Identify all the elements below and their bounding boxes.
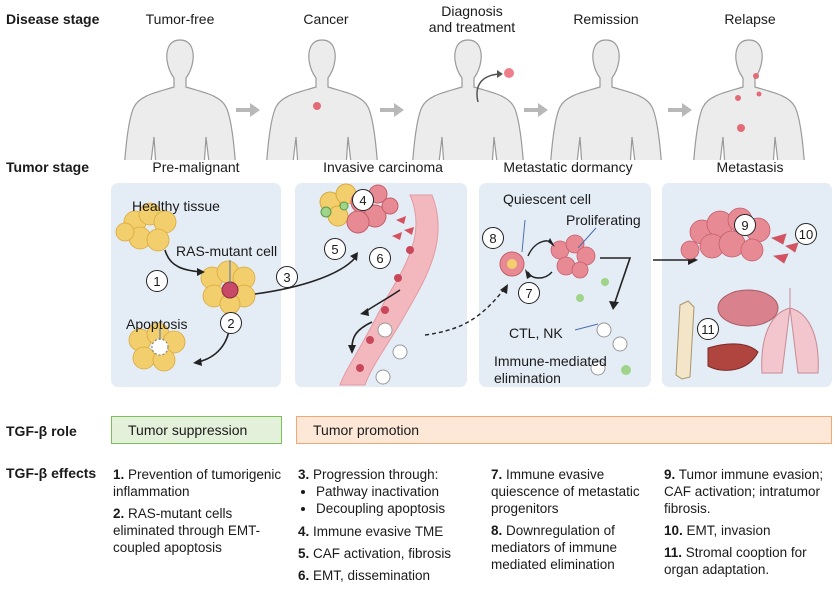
tumor-stage-pre-malignant: Pre-malignant xyxy=(152,159,240,175)
body-figures xyxy=(123,39,806,160)
ras-mutant-cell xyxy=(221,281,239,299)
effect-11: 11. Stromal cooption for organ adaptatio… xyxy=(664,545,807,577)
body-figure-tumor-free xyxy=(123,39,237,160)
effect-7: 7. Immune evasive quiescence of metastat… xyxy=(491,467,640,516)
effect-6: 6. EMT, dissemination xyxy=(298,568,431,583)
label-immune-elimination: Immune-mediated elimination xyxy=(494,353,607,386)
organs xyxy=(675,288,819,380)
label-healthy-tissue: Healthy tissue xyxy=(132,198,220,214)
label-quiescent-cell: Quiescent cell xyxy=(503,191,591,207)
effects-column-1: 1. Prevention of tumorigenic inflammatio… xyxy=(113,466,283,561)
effect-8: 8. Downregulation of mediators of immune… xyxy=(491,523,618,572)
ras-mutant-cluster xyxy=(200,260,256,315)
disease-stage-relapse: Relapse xyxy=(724,11,776,27)
row-label-disease-stage: Disease stage xyxy=(6,11,100,27)
row-label-tgf-effects: TGF-β effects xyxy=(6,465,97,481)
marker-1: 1 xyxy=(146,270,168,292)
effects-column-3: 7. Immune evasive quiescence of metastat… xyxy=(491,466,651,578)
apoptosis-cluster xyxy=(128,322,186,372)
body-figure-relapse xyxy=(692,39,806,160)
tumor-illustrations xyxy=(115,183,819,386)
effect-3-item-a: Pathway inactivation xyxy=(316,483,478,500)
label-ctl-nk: CTL, NK xyxy=(509,325,563,341)
marker-10: 10 xyxy=(795,223,817,245)
row-label-tgf-role: TGF-β role xyxy=(6,423,77,439)
proliferating-cluster xyxy=(550,234,596,279)
role-tumor-suppression: Tumor suppression xyxy=(111,416,282,444)
label-apoptosis: Apoptosis xyxy=(126,316,188,332)
marker-6: 6 xyxy=(369,247,391,269)
role-tumor-promotion: Tumor promotion xyxy=(296,416,832,444)
marker-11: 11 xyxy=(697,318,719,340)
marker-5: 5 xyxy=(324,238,346,260)
disease-stage-remission: Remission xyxy=(573,11,639,27)
marker-2: 2 xyxy=(220,312,242,334)
effect-2: 2. RAS-mutant cells eliminated through E… xyxy=(113,506,261,555)
row-label-tumor-stage: Tumor stage xyxy=(6,159,89,175)
effects-column-4: 9. Tumor immune evasion; CAF activation;… xyxy=(664,466,834,583)
marker-3: 3 xyxy=(276,266,298,288)
effect-5: 5. CAF activation, fibrosis xyxy=(298,546,452,561)
immune-cells-vessel xyxy=(375,322,408,385)
effects-column-2: 3. Progression through: Pathway inactiva… xyxy=(298,466,478,589)
apoptotic-cell xyxy=(151,338,169,356)
marker-7: 7 xyxy=(518,282,540,304)
effect-4: 4. Immune evasive TME xyxy=(298,524,444,539)
quiescent-cell xyxy=(499,251,525,277)
marker-8: 8 xyxy=(482,227,504,249)
disease-stage-diagnosis: Diagnosis and treatment xyxy=(428,3,516,35)
effect-9: 9. Tumor immune evasion; CAF activation;… xyxy=(664,467,824,516)
body-figure-cancer xyxy=(265,39,379,160)
label-ras-mutant-cell: RAS-mutant cell xyxy=(176,243,278,259)
circulating-cells xyxy=(356,246,414,372)
body-figure-diagnosis xyxy=(411,39,525,160)
excised-tumor xyxy=(504,68,514,78)
body-figure-remission xyxy=(549,39,663,160)
disease-stage-tumor-free: Tumor-free xyxy=(145,11,215,27)
primary-tumor-spot xyxy=(313,102,321,110)
effect-3-item-b: Decoupling apoptosis xyxy=(316,500,478,517)
immune-cells-dormancy xyxy=(576,278,631,376)
tumor-stage-invasive-carcinoma: Invasive carcinoma xyxy=(323,159,443,175)
tumor-stage-metastatic-dormancy: Metastatic dormancy xyxy=(503,159,633,175)
effect-10: 10. EMT, invasion xyxy=(664,523,771,538)
effect-1: 1. Prevention of tumorigenic inflammatio… xyxy=(113,467,282,499)
healthy-tissue-cluster xyxy=(115,202,177,252)
marker-9: 9 xyxy=(734,214,756,236)
disease-stage-cancer: Cancer xyxy=(303,11,349,27)
label-proliferating: Proliferating xyxy=(566,212,641,228)
tumor-stage-metastasis: Metastasis xyxy=(716,159,784,175)
effect-3: 3. Progression through: xyxy=(298,467,439,482)
marker-4: 4 xyxy=(352,189,374,211)
stage-progress-arrows xyxy=(236,103,692,117)
